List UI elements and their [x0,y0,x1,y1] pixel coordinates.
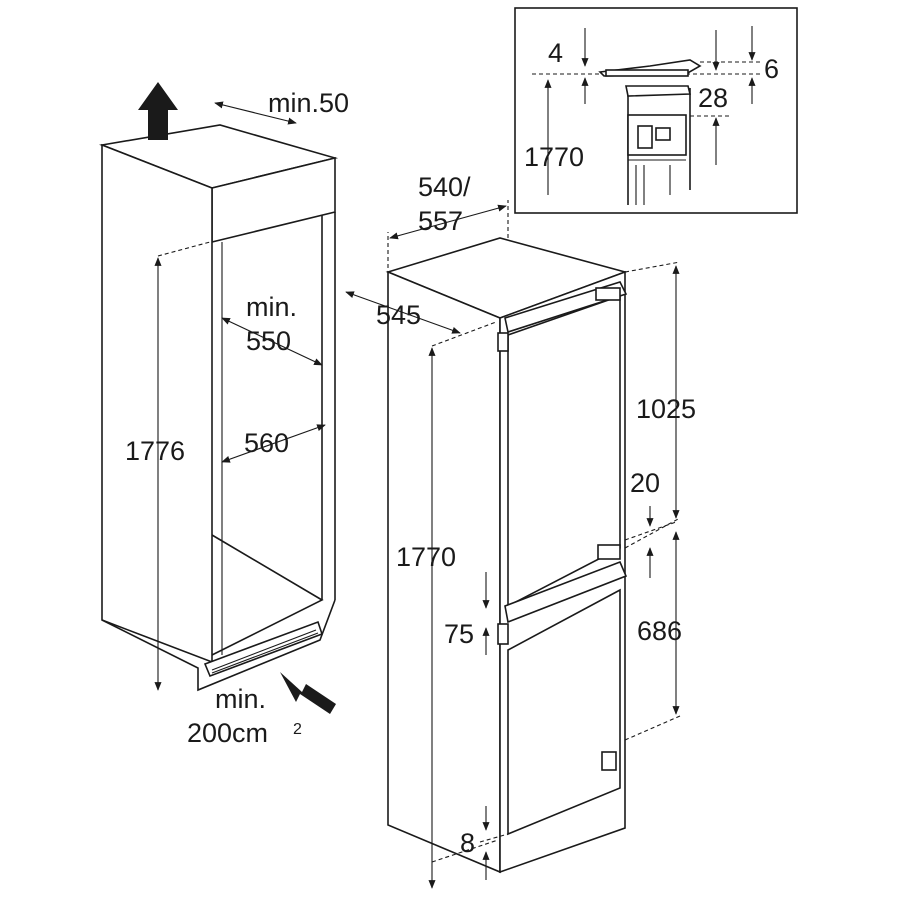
niche-depth-min-label: min. [246,292,297,322]
middle-mounting-rail [504,560,628,624]
appliance-left-side [387,270,501,874]
niche-left-side [101,143,213,664]
vent-area-value-label: 200cm [187,718,268,748]
vent-area-min-label: min. [215,684,266,714]
bottom-hinge-block [601,751,617,771]
appliance-depth-label-b: 557 [418,206,463,236]
plinth-vent [203,620,324,678]
appliance-depth-dimension [389,204,507,240]
appliance-height-label: 1770 [396,542,456,572]
niche-width-dimension [221,424,326,463]
niche-height-label: 1776 [125,436,185,466]
middle-hinge-block [597,544,621,560]
hinge-offset-label: 75 [444,619,474,649]
detail-height-label: 1770 [524,142,584,172]
detail-inset [514,7,798,214]
top-hinge-block [595,287,621,301]
appliance-depth-label-a: 540/ [418,172,471,202]
vent-area-superscript: 2 [293,721,302,738]
top-clearance-label: min.50 [268,88,349,118]
lower-door [507,588,621,836]
detail-right-gap-label: 6 [764,54,779,84]
niche-depth-dimension [221,317,323,366]
niche-depth-value-label: 550 [246,326,291,356]
door-gap-label: 20 [630,468,660,498]
appliance-width-dimension [345,291,461,334]
top-clearance-dimension [214,101,297,125]
detail-top-gap-label: 4 [548,38,563,68]
detail-panel-offset-label: 28 [698,83,728,113]
bottom-gap-label: 8 [460,828,475,858]
niche-width-label: 560 [244,428,289,458]
appliance-width-label: 545 [376,300,421,330]
air-exhaust-arrow [138,82,178,140]
lower-door-label: 686 [637,616,682,646]
air-intake-arrow [280,672,336,714]
fridge-appliance [385,237,628,874]
niche-cabinet [99,124,339,692]
upper-door-label: 1025 [636,394,696,424]
detail-frame [514,7,798,214]
